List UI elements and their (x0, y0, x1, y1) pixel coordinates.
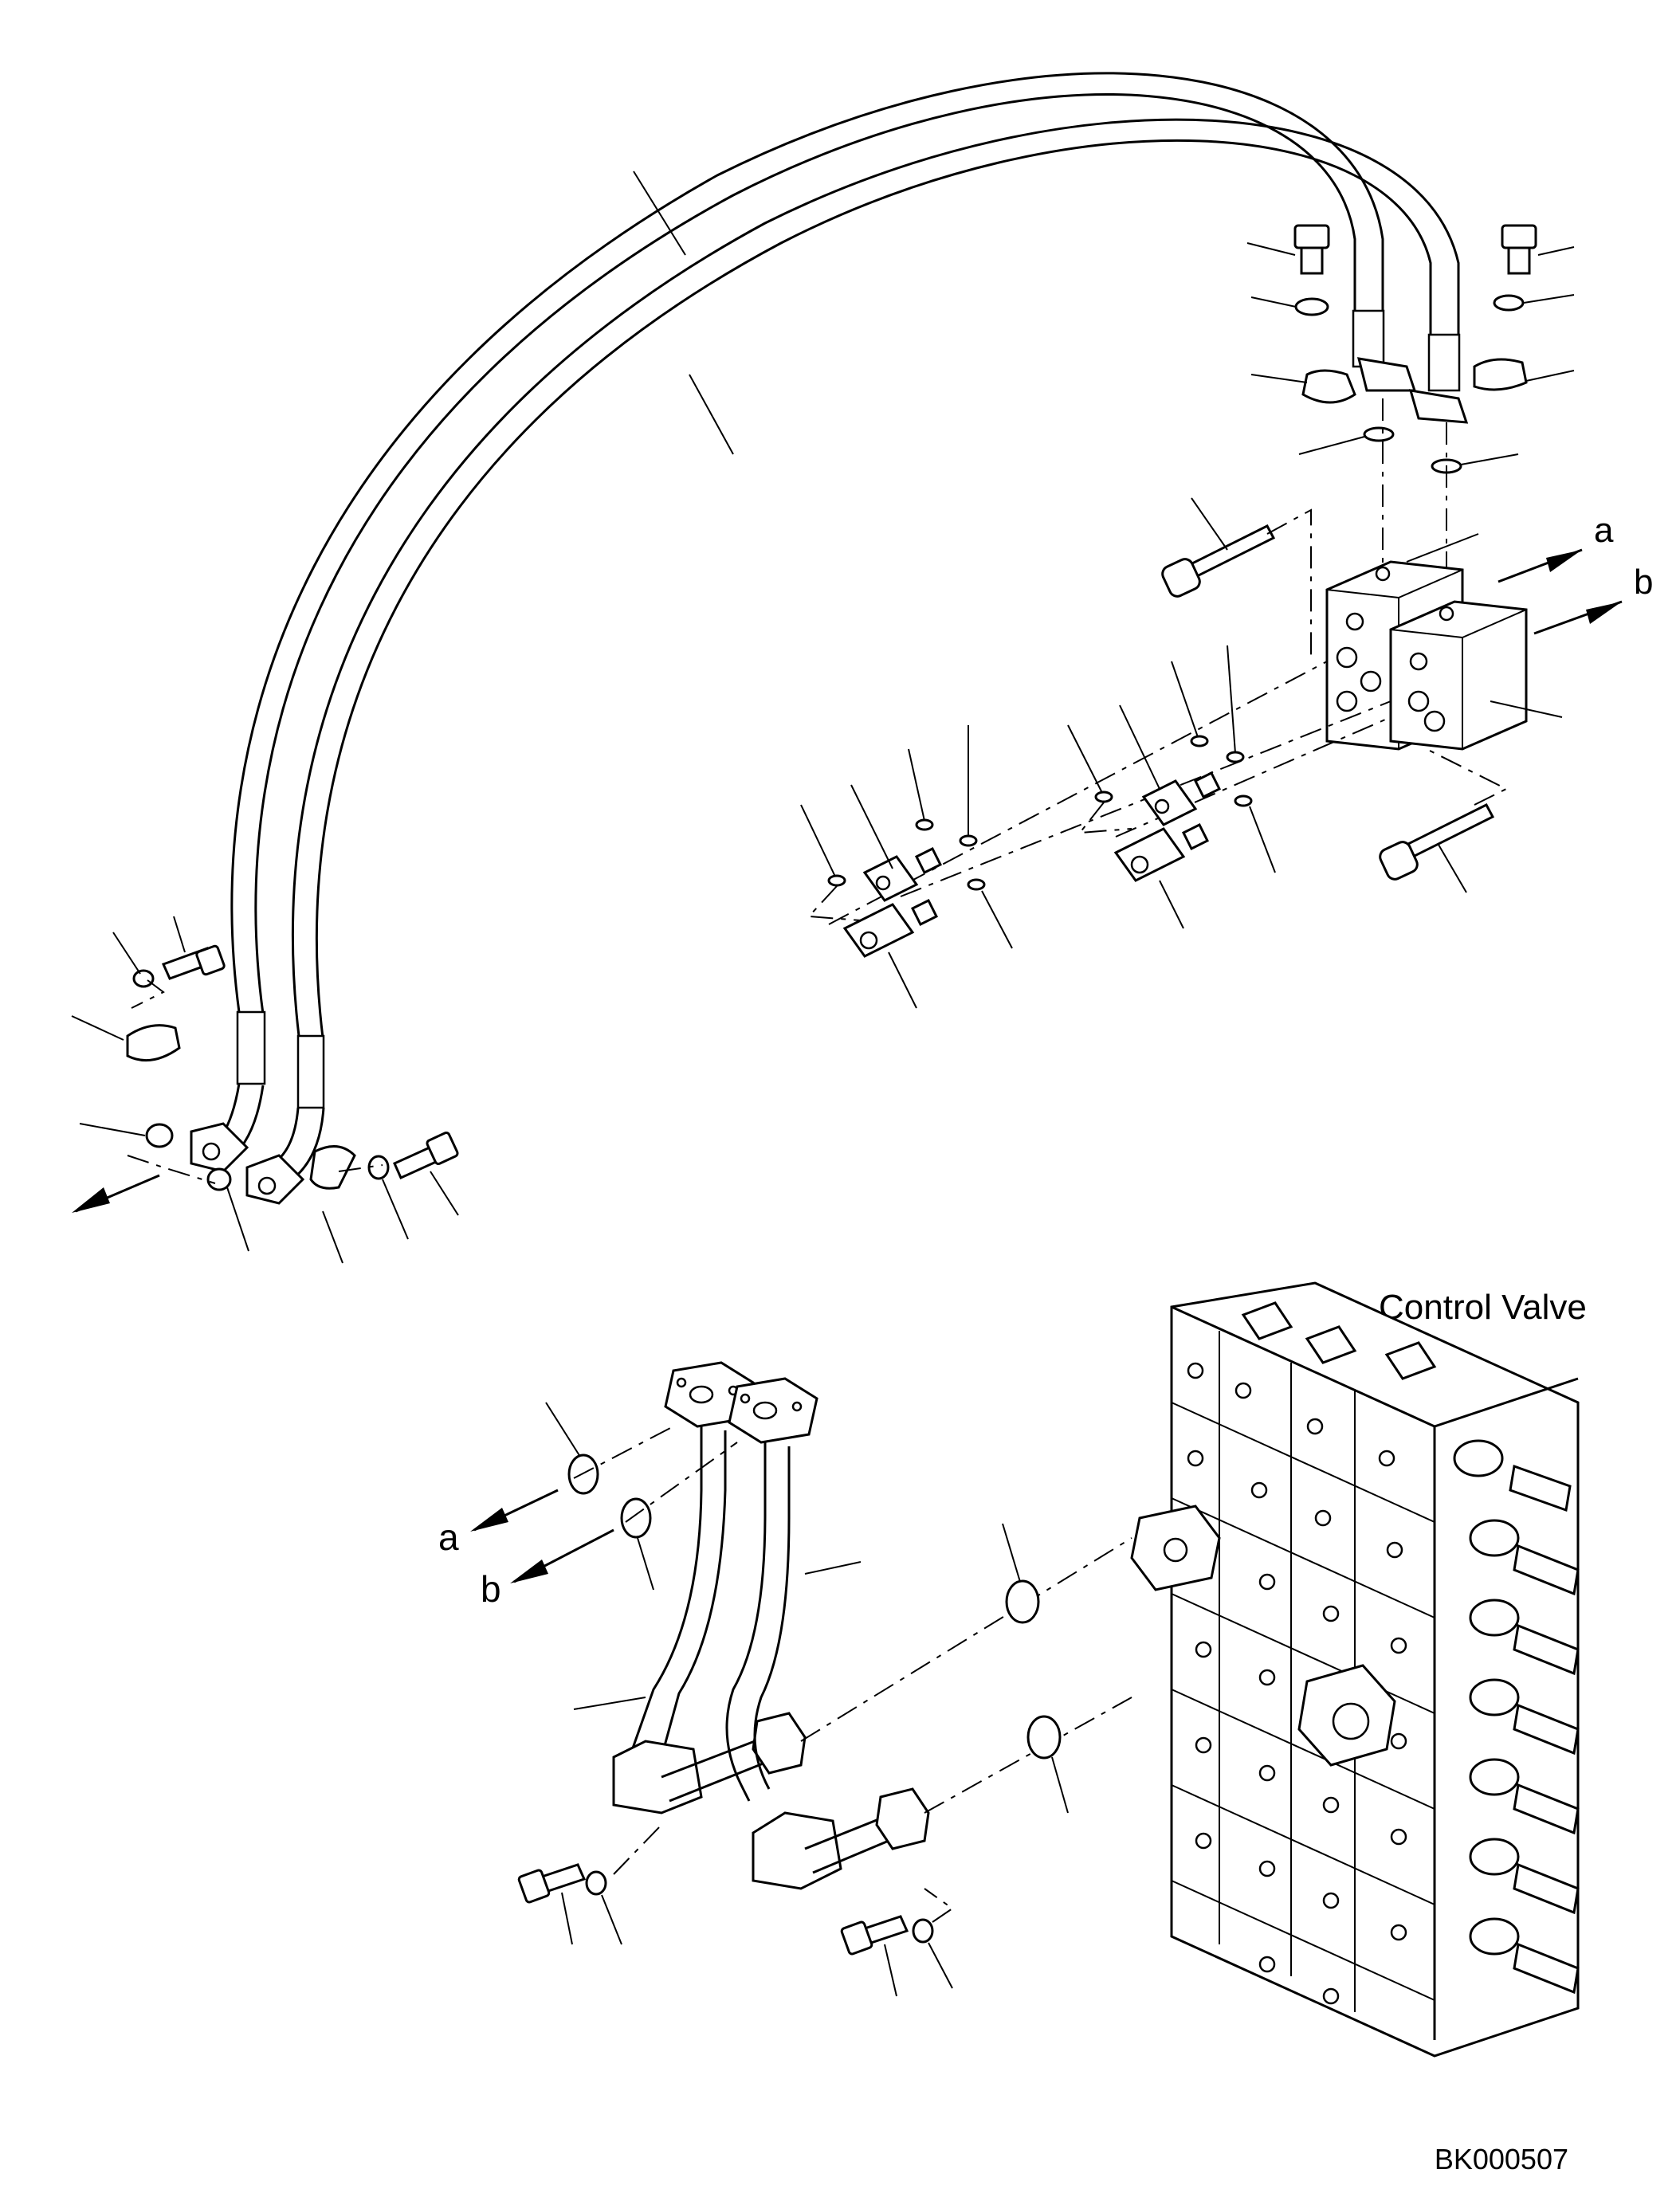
drawing-code: BK000507 (1435, 2143, 1568, 2175)
left-hose-end-hardware (71, 916, 459, 1264)
port-label-b-upper: b (1634, 563, 1653, 602)
manifold-blocks: a b (1161, 497, 1653, 893)
port-label-a-lower: a (438, 1516, 459, 1558)
tube-assemblies: a b (438, 1361, 1132, 1997)
elbow-fittings (800, 645, 1391, 1009)
port-label-a-upper: a (1594, 511, 1614, 550)
port-label-b-lower: b (481, 1568, 501, 1610)
hose-assembly (230, 72, 1461, 1109)
control-valve: Control Valve (1130, 1281, 1587, 2058)
upper-flange-set (1246, 224, 1575, 602)
control-valve-label: Control Valve (1379, 1288, 1587, 1327)
